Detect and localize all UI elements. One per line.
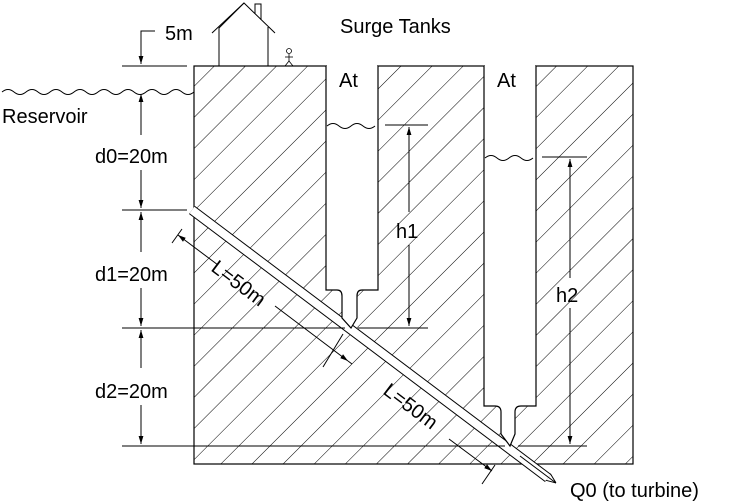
reservoir-label: Reservoir	[2, 106, 88, 128]
tank1-area-label: At	[339, 70, 358, 92]
h2-label: h2	[556, 285, 578, 307]
diagram-title: Surge Tanks	[340, 16, 451, 38]
d2-label: d2=20m	[95, 381, 168, 403]
top-offset-label: 5m	[165, 23, 193, 45]
h1-label: h1	[396, 221, 418, 243]
tank2-area-label: At	[497, 70, 516, 92]
surge-tank-2	[483, 60, 537, 448]
tank1-water-surface	[326, 123, 376, 129]
person-icon	[284, 48, 294, 67]
d1-label: d1=20m	[95, 264, 168, 286]
d0-label: d0=20m	[95, 146, 168, 168]
house-icon	[211, 2, 276, 66]
outflow-label: Q0 (to turbine)	[570, 480, 699, 502]
tank2-water-surface	[484, 155, 534, 161]
reservoir-water-surface	[1, 89, 195, 95]
penstock-pipe	[188, 206, 552, 482]
surge-tank-1	[325, 60, 379, 330]
